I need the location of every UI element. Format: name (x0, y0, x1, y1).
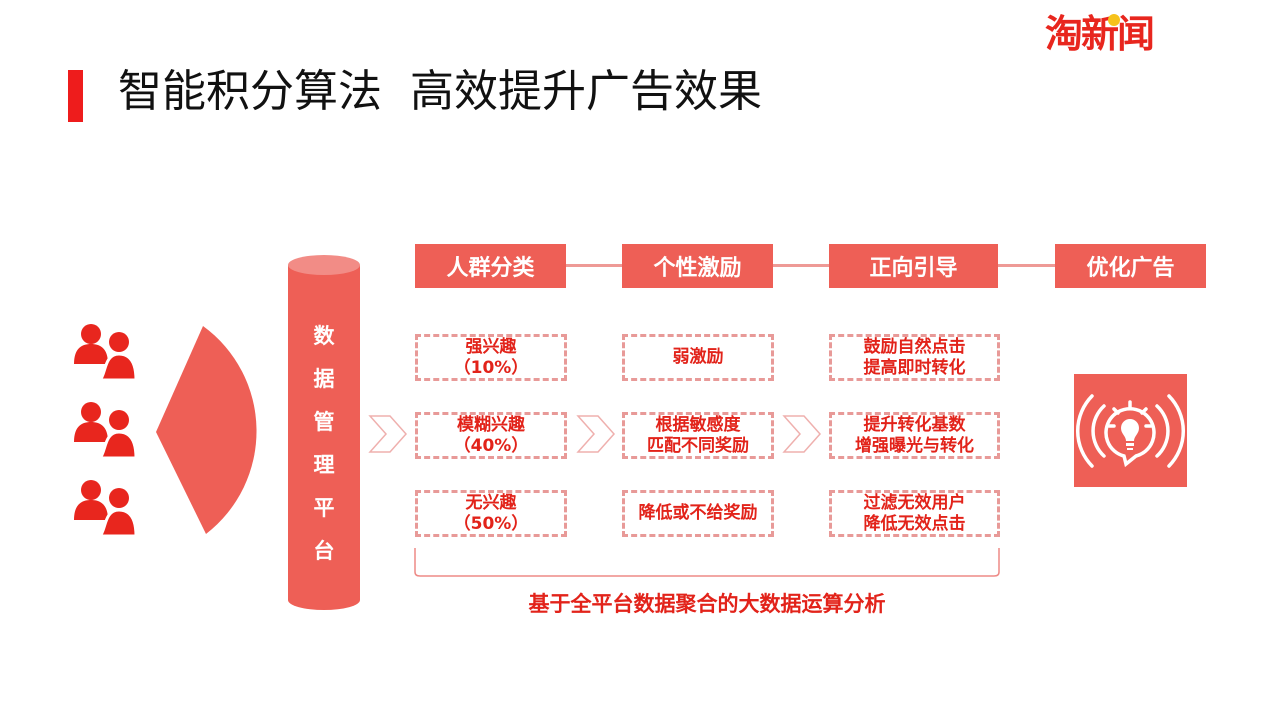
stage-header-incentive: 个性激励 (622, 244, 773, 288)
group-icon (74, 402, 138, 460)
funnel-sector-shape (156, 326, 257, 534)
connector-line (998, 264, 1056, 267)
bracket-divider (414, 548, 1000, 577)
brand-logo: 淘新闻 (1045, 12, 1217, 56)
incentive-box: 降低或不给奖励 (622, 490, 774, 537)
chevron-right-icon (782, 415, 822, 453)
group-icon (74, 480, 138, 538)
segment-box: 模糊兴趣（40%） (415, 412, 567, 459)
segment-box: 无兴趣（50%） (415, 490, 567, 537)
lightbulb-broadcast-icon (1074, 374, 1187, 487)
platform-label: 数 据 管 理 平 台 (313, 324, 335, 563)
guidance-box: 鼓励自然点击提高即时转化 (829, 334, 1000, 381)
stage-header-audience: 人群分类 (415, 244, 566, 288)
page-title: 智能积分算法 高效提升广告效果 (118, 66, 762, 117)
title-accent-bar (68, 70, 83, 122)
incentive-box: 根据敏感度匹配不同奖励 (622, 412, 774, 459)
group-icon (74, 324, 138, 382)
incentive-box: 弱激励 (622, 334, 774, 381)
segment-box: 强兴趣（10%） (415, 334, 567, 381)
chevron-right-icon (576, 415, 616, 453)
logo-coin-icon (1108, 14, 1120, 26)
logo-char: 闻 (1117, 12, 1155, 56)
connector-line (773, 264, 829, 267)
logo-char: 淘 (1045, 12, 1083, 56)
connector-line (566, 264, 622, 267)
footer-caption: 基于全平台数据聚合的大数据运算分析 (528, 592, 886, 616)
stage-header-guidance: 正向引导 (829, 244, 998, 288)
data-platform-cylinder: 数 据 管 理 平 台 (288, 255, 360, 610)
stage-header-optimize: 优化广告 (1055, 244, 1206, 288)
chevron-right-icon (368, 415, 408, 453)
guidance-box: 过滤无效用户降低无效点击 (829, 490, 1000, 537)
guidance-box: 提升转化基数增强曝光与转化 (829, 412, 1000, 459)
